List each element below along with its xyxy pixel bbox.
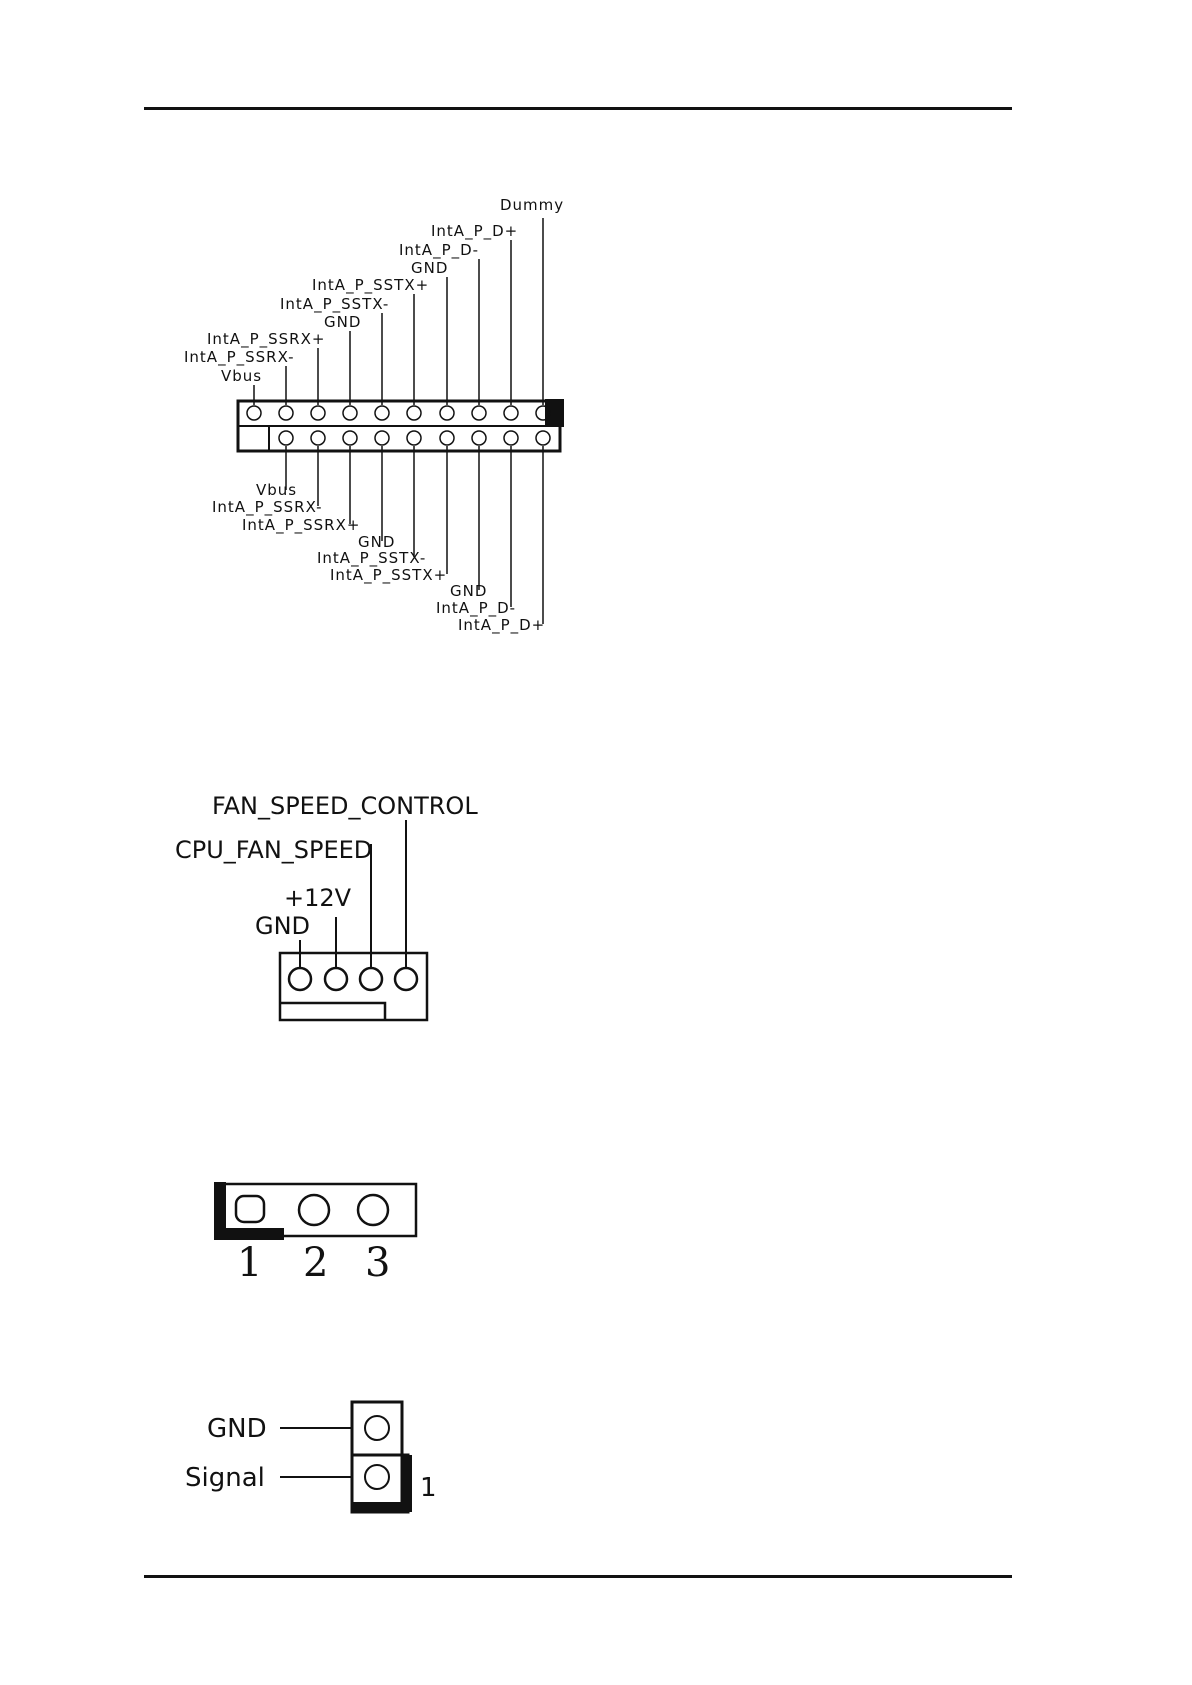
header-label-gnd: GND [207, 1414, 267, 1444]
usb-bottom-pin-8 [504, 431, 518, 445]
cpu-fan-header-diagram: GND +12V CPU_FAN_SPEED FAN_SPEED_CONTROL [0, 780, 520, 1030]
jumper-pin-2 [299, 1195, 329, 1225]
fan-pin-2 [325, 968, 347, 990]
usb-bottom-pin-6 [440, 431, 454, 445]
usb-top-label-4: GND [324, 313, 361, 331]
usb-top-label-8: IntA_P_D- [399, 241, 479, 260]
header-label-signal: Signal [185, 1463, 265, 1493]
usb-bottom-label-2: IntA_P_SSRX- [212, 498, 323, 517]
usb-top-pins [247, 406, 550, 420]
usb-bottom-pin-1 [279, 431, 293, 445]
two-pin-header-diagram: GND Signal 1 [0, 1390, 460, 1520]
pin1-marker [352, 1455, 412, 1512]
jumper-number-3: 3 [365, 1240, 390, 1286]
header-pin1-number: 1 [420, 1473, 437, 1503]
three-pin-jumper-diagram: 1 2 3 [0, 1170, 450, 1285]
pin1-marker [214, 1182, 284, 1240]
usb-top-pin-4 [343, 406, 357, 420]
jumper-pin-1 [236, 1196, 264, 1222]
header-pin-gnd [365, 1416, 389, 1440]
usb-bottom-label-6: IntA_P_SSTX+ [330, 566, 447, 585]
usb-bottom-label-9: IntA_P_D+ [458, 616, 545, 635]
usb-top-label-2: IntA_P_SSRX- [184, 348, 295, 367]
usb-top-pin-9 [504, 406, 518, 420]
usb-bottom-pins [279, 431, 550, 445]
usb-top-label-5: IntA_P_SSTX- [280, 295, 389, 314]
usb-top-pin-1 [247, 406, 261, 420]
usb-bottom-pin-9 [536, 431, 550, 445]
fan-pins [289, 968, 417, 990]
jumper-pin-3 [358, 1195, 388, 1225]
jumper-number-1: 1 [237, 1240, 262, 1286]
jumper-number-2: 2 [303, 1240, 328, 1286]
usb-bottom-label-1: Vbus [256, 481, 297, 499]
usb-top-label-6: IntA_P_SSTX+ [312, 276, 429, 295]
usb-bottom-pin-2 [311, 431, 325, 445]
usb-top-pin-2 [279, 406, 293, 420]
usb-top-pin-8 [472, 406, 486, 420]
header-pin-signal [365, 1465, 389, 1489]
usb-top-label-7: GND [411, 259, 448, 277]
top-rule [144, 107, 1012, 110]
usb-top-pin-6 [407, 406, 421, 420]
fan-header-body [280, 953, 427, 1020]
usb-bottom-pin-7 [472, 431, 486, 445]
usb-bottom-label-7: GND [450, 582, 487, 600]
usb-top-pin-3 [311, 406, 325, 420]
fan-pin-3 [360, 968, 382, 990]
fan-label-fan-speed-control: FAN_SPEED_CONTROL [212, 792, 478, 820]
usb-bottom-pin-4 [375, 431, 389, 445]
fan-label-gnd: GND [255, 912, 310, 940]
usb-top-label-1: Vbus [221, 367, 262, 385]
usb-top-pin-7 [440, 406, 454, 420]
usb-top-label-9: IntA_P_D+ [431, 222, 518, 241]
fan-pin-4 [395, 968, 417, 990]
usb-bottom-label-3: IntA_P_SSRX+ [242, 516, 360, 535]
fan-label-12v: +12V [284, 884, 352, 912]
usb-bottom-pin-3 [343, 431, 357, 445]
usb-top-label-3: IntA_P_SSRX+ [207, 330, 325, 349]
bottom-rule [144, 1575, 1012, 1578]
fan-label-cpu-fan-speed: CPU_FAN_SPEED [175, 836, 372, 864]
usb-bottom-pin-5 [407, 431, 421, 445]
usb3-header-diagram: Vbus IntA_P_SSRX- IntA_P_SSRX+ GND IntA_… [0, 180, 620, 640]
usb-top-label-10: Dummy [500, 196, 564, 214]
fan-pin-1 [289, 968, 311, 990]
usb-bottom-leader-lines [286, 446, 543, 624]
usb-top-pin-5 [375, 406, 389, 420]
